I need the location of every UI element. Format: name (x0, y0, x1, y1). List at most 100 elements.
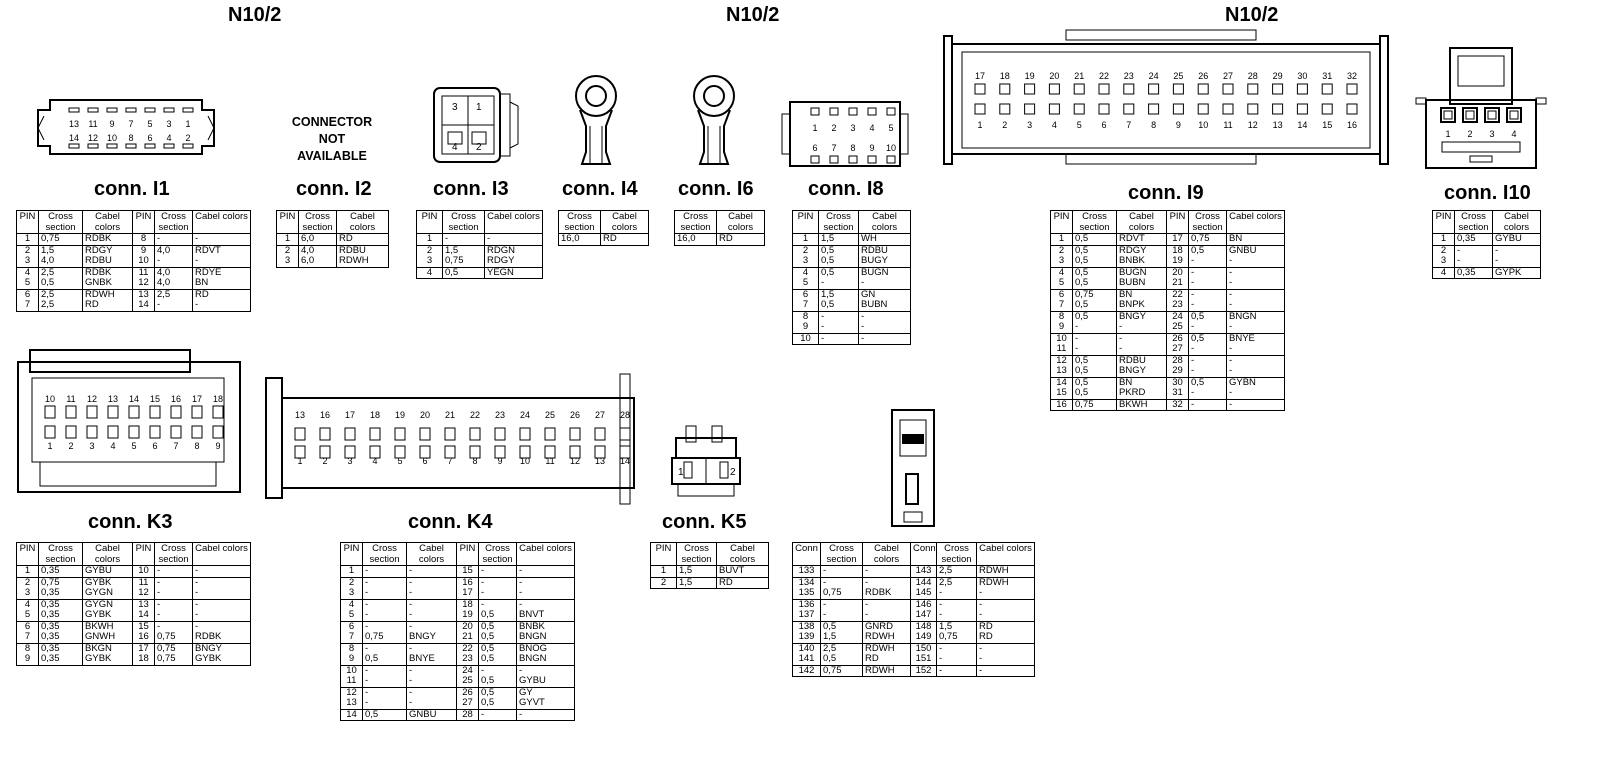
pin-label: 11 (66, 394, 75, 404)
pin-number-cell: 28 (1166, 355, 1189, 366)
cabel-color-cell: RDVT (192, 245, 251, 256)
cabel-color-cell: BNGY (192, 643, 251, 654)
pin-number-cell: 3 (16, 256, 39, 268)
cross-section-cell: - (154, 610, 193, 622)
pin-socket (544, 427, 556, 441)
pin-number-cell: 7 (340, 632, 363, 644)
pin-label: 3 (1489, 129, 1494, 139)
pin-label: 23 (495, 410, 505, 420)
cross-section-cell: - (478, 588, 517, 600)
pin-number-cell: 4 (792, 267, 819, 278)
cross-section-cell: 4,0 (298, 245, 337, 256)
table-row: 10-- (792, 333, 911, 345)
pin-label: 7 (1126, 120, 1131, 130)
col-header-cross-section: Cross section (362, 542, 407, 566)
pin-socket (1440, 107, 1456, 123)
connector-title: conn. I6 (678, 178, 754, 200)
pin-number-cell: 25 (1166, 322, 1189, 334)
cabel-color-cell: RD (600, 233, 649, 246)
pin-label: 32 (1347, 71, 1357, 81)
pin-label: 2 (322, 456, 327, 466)
cabel-color-cell: - (1226, 256, 1285, 268)
pin-label: 1 (812, 123, 817, 133)
cross-section-cell: - (1188, 344, 1227, 356)
pin-number-cell: 6 (1050, 289, 1073, 300)
pin-contact (1509, 110, 1519, 120)
cross-section-cell: 0,5 (478, 698, 517, 710)
cross-section-cell: 0,75 (154, 643, 193, 654)
pin-socket (829, 107, 839, 116)
pin-number-cell: 138 (792, 621, 821, 632)
pin-number-cell: 24 (1166, 311, 1189, 322)
cross-section-cell: 0,5 (1072, 267, 1117, 278)
pin-number-cell: 9 (1050, 322, 1073, 334)
col-header-cross-section: Cross section (38, 542, 83, 566)
cross-section-cell: 0,5 (478, 687, 517, 698)
cabel-color-cell: GYBK (82, 654, 133, 666)
cross-section-cell: 0,5 (818, 300, 859, 312)
pin-number-cell: 2 (792, 245, 819, 256)
pin-label: 6 (152, 441, 157, 451)
table-row: 3-- (1432, 256, 1541, 268)
cross-section-cell: 0,75 (820, 665, 863, 677)
pin-socket (444, 427, 456, 441)
pin-number-cell: 11 (132, 267, 155, 278)
cabel-color-cell: - (1492, 256, 1541, 268)
cross-section-cell: - (478, 565, 517, 578)
cross-section-cell: - (1072, 333, 1117, 344)
col-header-cross-section: Cross section (676, 542, 717, 566)
pin-number-cell: 2 (276, 245, 299, 256)
cabel-color-cell: GYVT (516, 698, 575, 710)
pin-label: 28 (620, 410, 630, 420)
pin-label: 2 (476, 142, 482, 153)
pin-label: 25 (545, 410, 555, 420)
col-header-conn: Conn (910, 542, 937, 566)
pin-label: 6 (812, 143, 817, 153)
pin-socket (519, 427, 531, 441)
cabel-color-cell: - (1492, 245, 1541, 256)
pin-label: 9 (1176, 120, 1181, 130)
pin-socket (344, 445, 356, 459)
pin-label: 15 (1322, 120, 1332, 130)
pin-socket (170, 425, 182, 439)
pin-number-cell: 19 (456, 610, 479, 622)
pin-socket (1346, 103, 1358, 115)
pin-socket (569, 427, 581, 441)
pin-socket (1172, 103, 1184, 115)
cross-section-cell: - (1188, 300, 1227, 312)
pin-label: 2 (185, 133, 190, 143)
pin-label: 1 (1445, 129, 1450, 139)
table-row: 8-- (792, 311, 911, 322)
pin-label: 13 (295, 410, 305, 420)
pin-number-cell: 11 (132, 577, 155, 588)
col-header-cross-section: Cross section (1188, 210, 1227, 234)
pin-number-cell: 4 (340, 599, 363, 610)
pin-number-cell: 13 (132, 289, 155, 300)
table-row: 1--15-- (340, 565, 575, 578)
pin-socket (144, 143, 156, 149)
pin-number-cell: 134 (792, 577, 821, 588)
pin-label: 2 (1002, 120, 1007, 130)
pin-number-cell: 2 (16, 245, 39, 256)
cross-section-cell: 0,5 (1072, 388, 1117, 400)
pin-number-cell: 8 (16, 643, 39, 654)
cabel-color-cell: RD (716, 233, 765, 246)
col-header-cross-section: Cross section (298, 210, 337, 234)
col-header-pin: PIN (340, 542, 363, 566)
cabel-color-cell: - (406, 698, 457, 710)
cross-section-cell: 1,5 (936, 621, 977, 632)
pin-socket (1123, 83, 1135, 95)
cabel-color-cell: - (1226, 399, 1285, 411)
cabel-color-cell: - (976, 610, 1035, 622)
cross-section-cell: - (1188, 256, 1227, 268)
cabel-color-cell: BNBK (516, 621, 575, 632)
pin-label: 3 (1027, 120, 1032, 130)
